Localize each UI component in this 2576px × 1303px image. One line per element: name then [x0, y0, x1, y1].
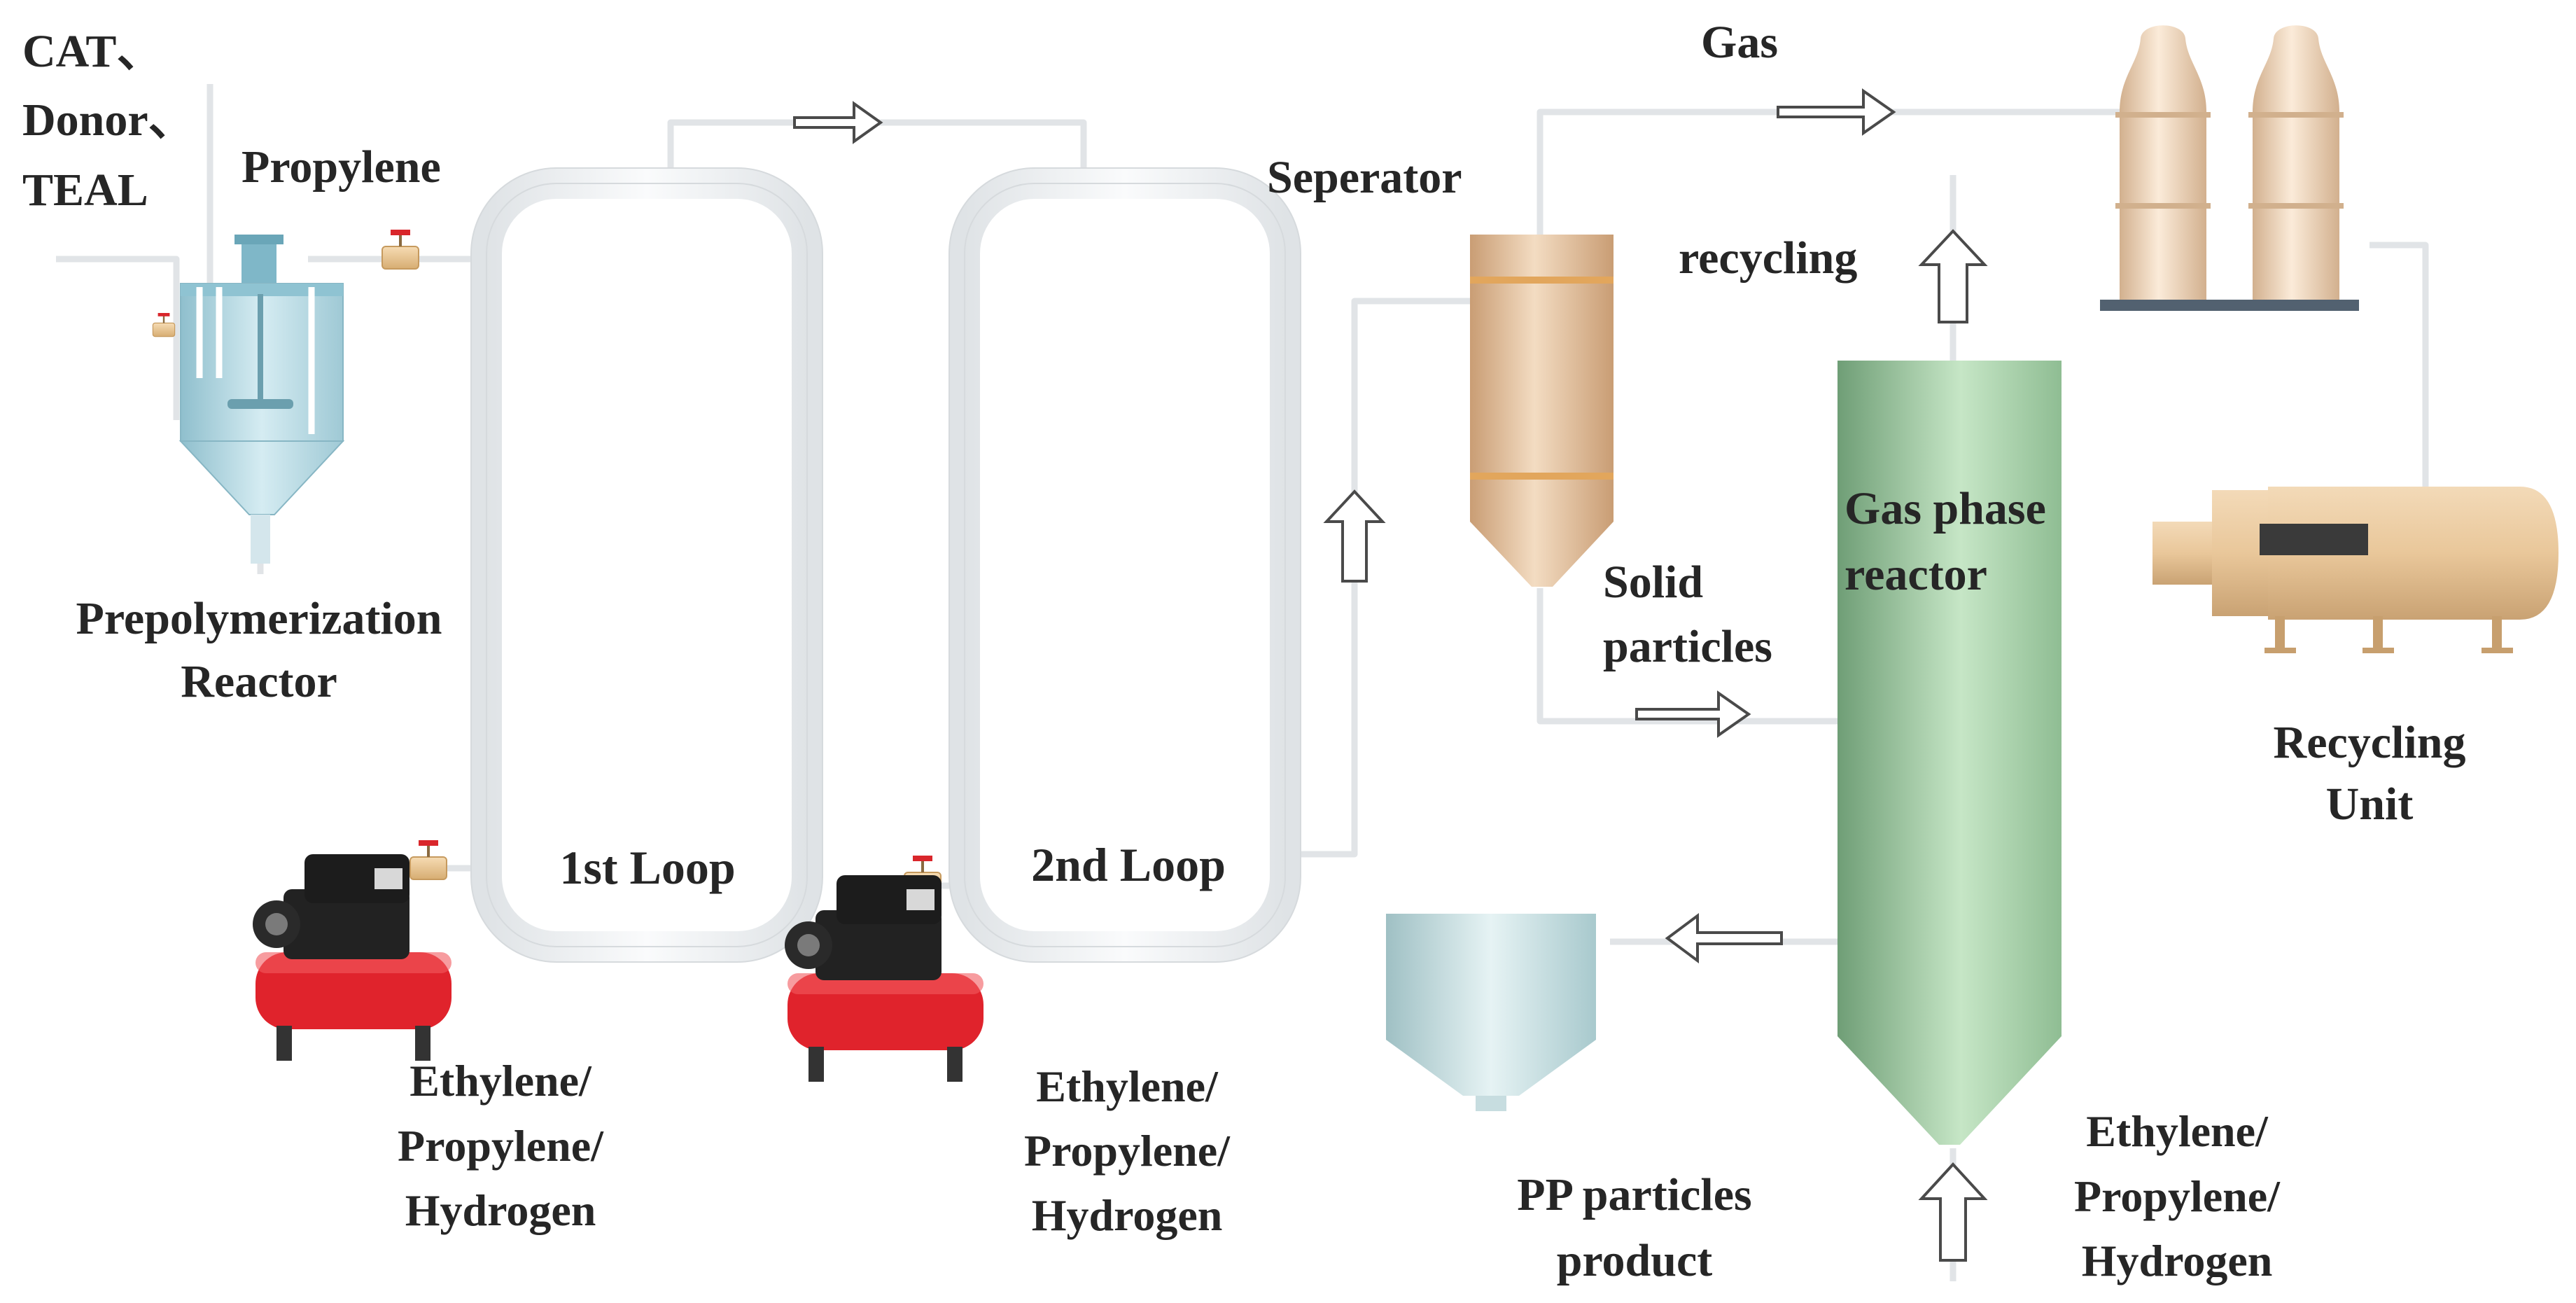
prepolymerization-reactor — [178, 235, 345, 564]
label-loop2: 2nd Loop — [1031, 838, 1226, 891]
label-product: product — [1557, 1235, 1713, 1286]
label-reactor: reactor — [1844, 549, 1987, 600]
product-hopper — [1386, 914, 1596, 1111]
compressor-icon — [253, 854, 451, 1061]
label-feed-b-2: Propylene/ — [1024, 1126, 1231, 1176]
valve-icon — [409, 839, 448, 881]
label-recycling-unit-1: Recycling — [2274, 717, 2466, 768]
recycling-unit — [2152, 487, 2558, 653]
label-feed-c-3: Hydrogen — [2082, 1236, 2273, 1285]
label-feed-c-1: Ethylene/ — [2086, 1106, 2269, 1156]
loop-reactor-1 — [470, 167, 823, 963]
label-feed-c-2: Propylene/ — [2074, 1171, 2281, 1221]
label-recycling-unit-2: Unit — [2326, 779, 2414, 830]
label-donor: Donor、 — [22, 95, 195, 146]
separator-vessel — [1470, 235, 1614, 587]
label-gas-phase: Gas phase — [1844, 483, 2046, 534]
label-feed-b-3: Hydrogen — [1032, 1190, 1223, 1240]
label-feed-a-1: Ethylene/ — [410, 1056, 592, 1106]
label-solid: Solid — [1603, 557, 1703, 608]
label-pp-particles: PP particles — [1517, 1169, 1751, 1220]
flow-arrow-icon — [1665, 913, 1783, 963]
labels: CAT、 Donor、 TEAL Propylene Prepolymeriza… — [22, 17, 2465, 1286]
label-particles: particles — [1603, 621, 1772, 672]
label-feed-a-2: Propylene/ — [398, 1121, 604, 1171]
gas-phase-reactor — [1837, 361, 2062, 1145]
loop-reactor-2 — [948, 167, 1301, 963]
label-cat: CAT、 — [22, 26, 162, 77]
label-propylene: Propylene — [241, 141, 441, 193]
label-prepolymerization: Prepolymerization — [76, 593, 442, 644]
flow-arrow-icon — [1777, 88, 1896, 136]
flow-arrow-icon — [1918, 1162, 1988, 1262]
flow-arrow-icon — [1918, 229, 1988, 323]
label-loop1: 1st Loop — [559, 841, 735, 894]
label-prepolymerization-reactor: Reactor — [181, 656, 337, 707]
label-teal: TEAL — [22, 165, 148, 216]
flow-arrow-icon — [1323, 489, 1386, 583]
label-seperator: Seperator — [1267, 152, 1462, 203]
flow-arrow-icon — [1635, 690, 1751, 738]
flow-arrows — [793, 88, 1988, 1262]
label-feed-a-3: Hydrogen — [405, 1185, 596, 1235]
label-gas: Gas — [1701, 17, 1778, 68]
recycling-tanks — [2100, 25, 2359, 311]
label-recycling: recycling — [1679, 232, 1857, 284]
valve-icon — [152, 312, 176, 337]
flow-arrow-icon — [793, 101, 883, 144]
label-feed-b-1: Ethylene/ — [1036, 1061, 1219, 1111]
valve-icon — [381, 228, 420, 270]
